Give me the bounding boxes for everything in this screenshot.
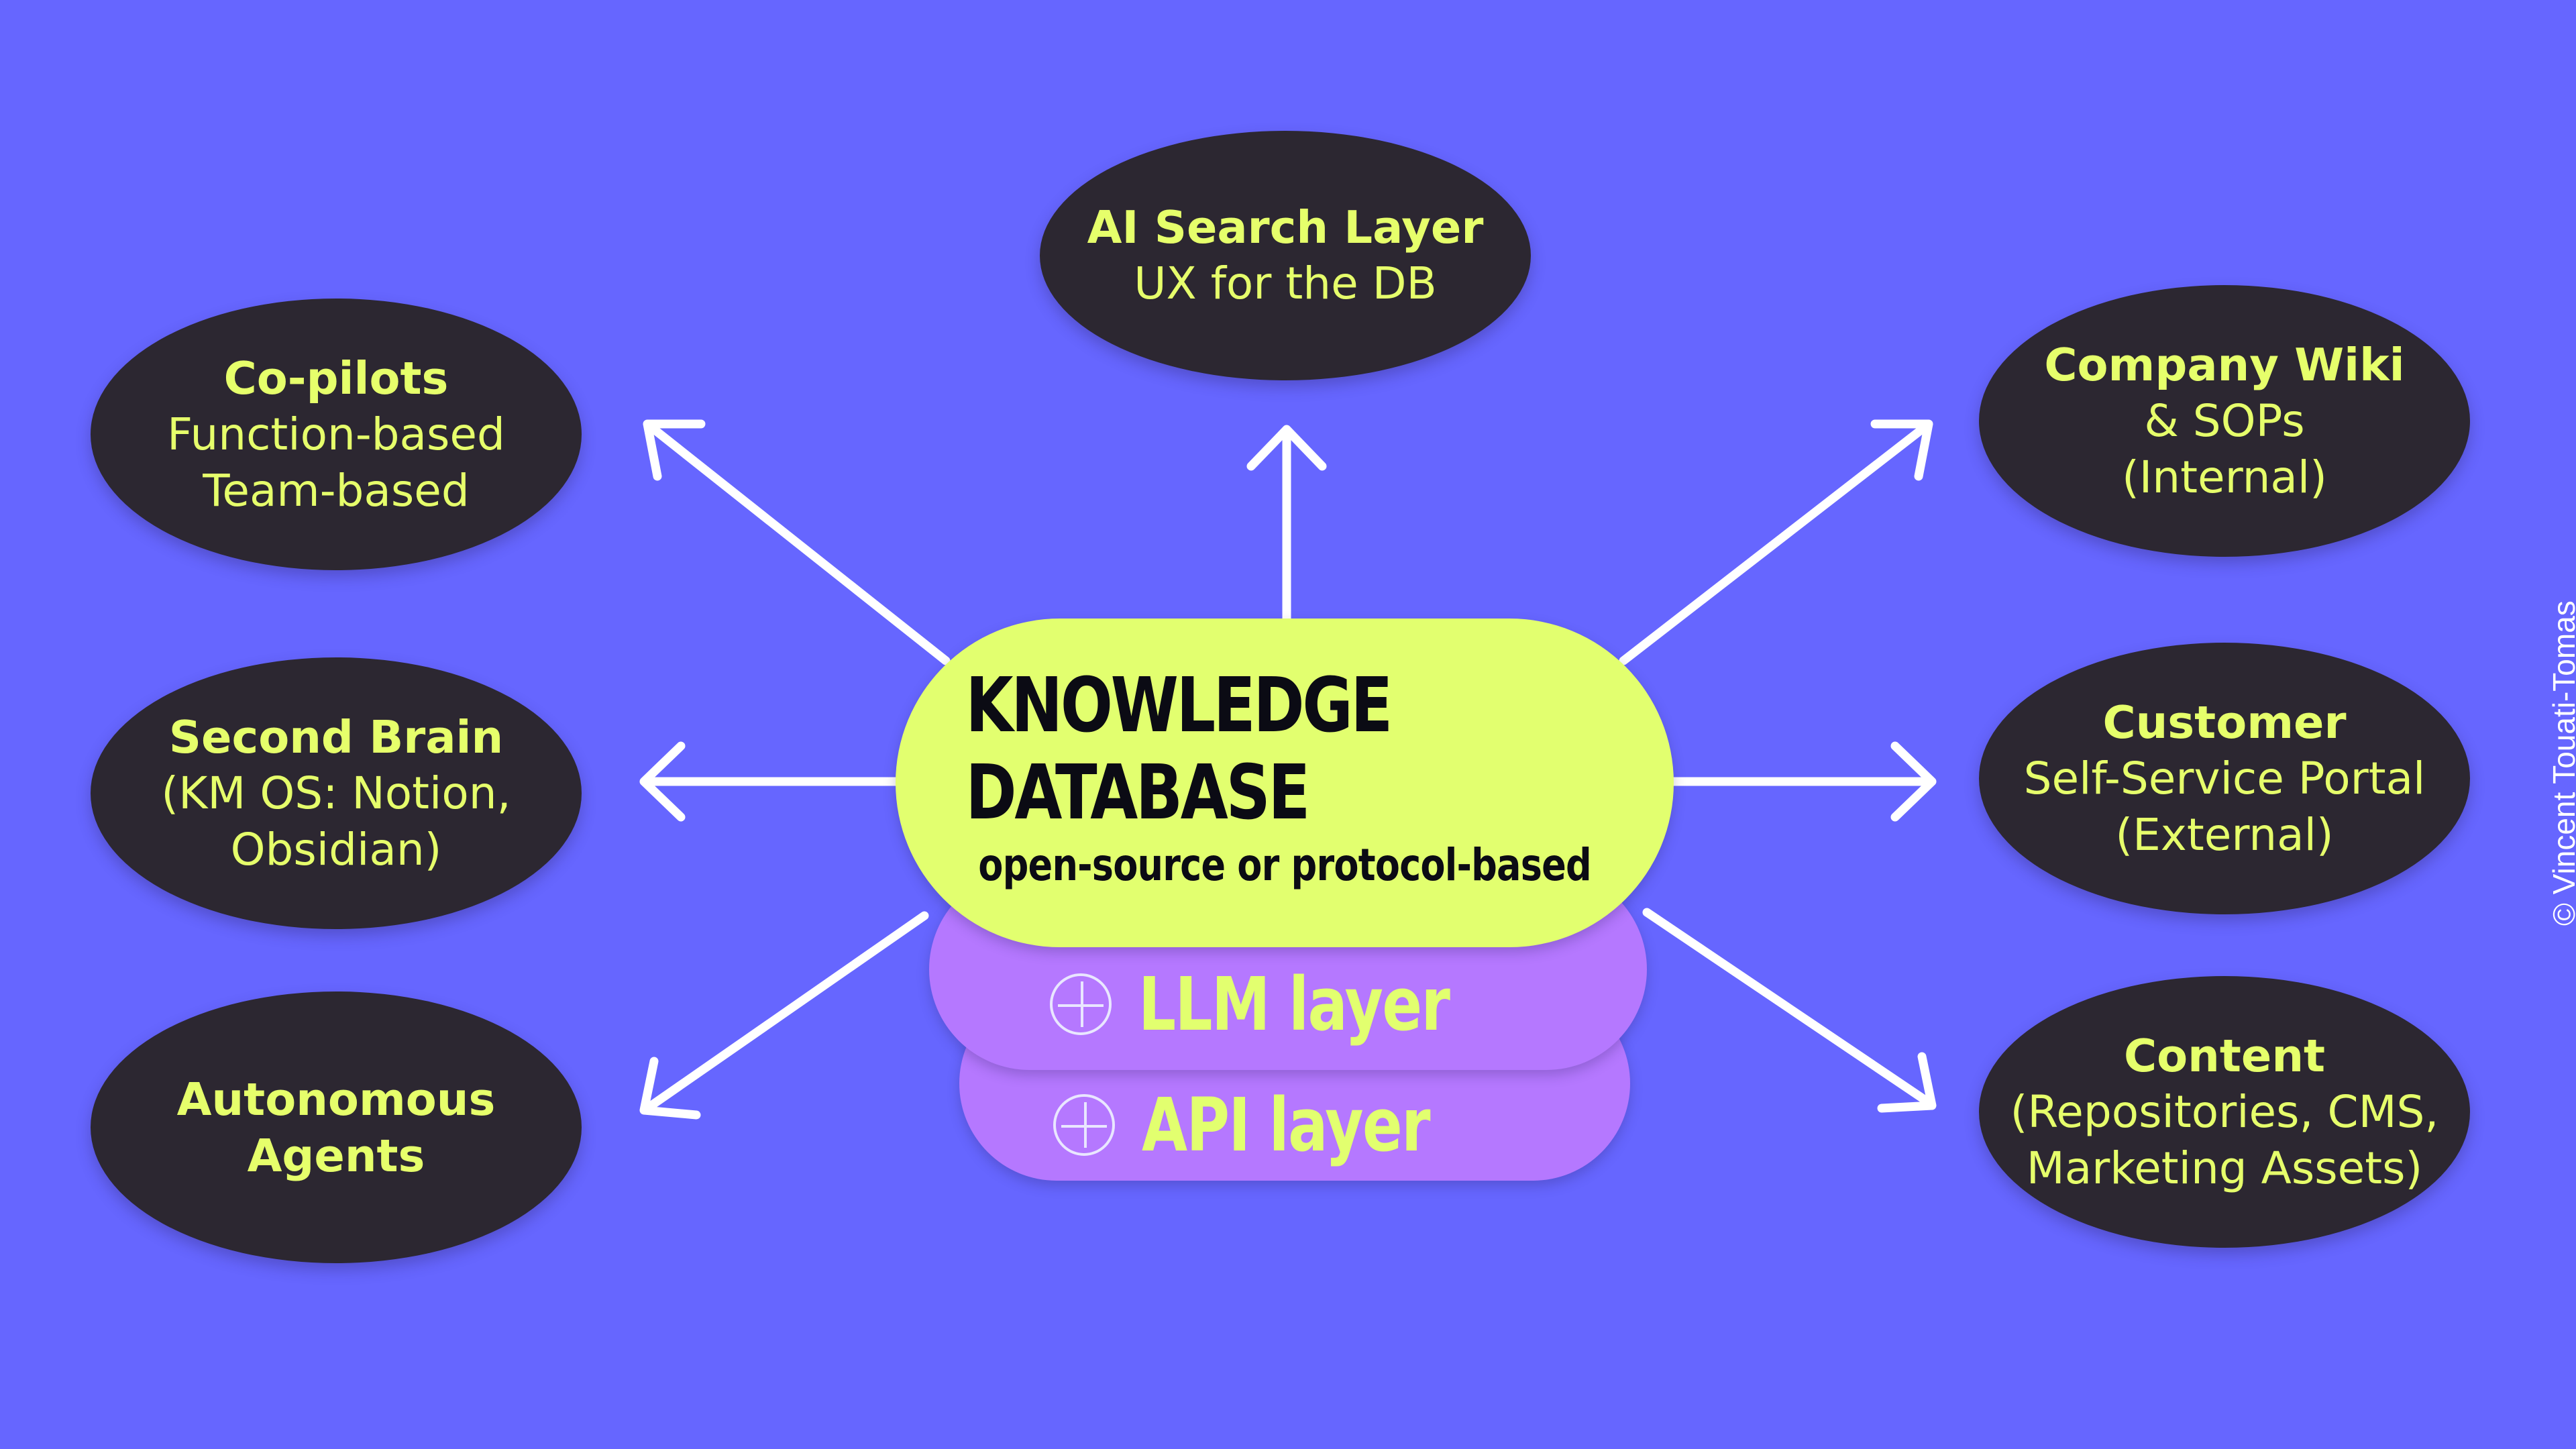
- arrow-to-customer: [1669, 741, 1937, 822]
- plus-circle-icon: [1050, 973, 1112, 1035]
- node-line: Function-based: [167, 408, 505, 460]
- node-company-wiki: Company Wiki & SOPs (Internal): [1979, 285, 2470, 557]
- node-line: & SOPs: [2144, 394, 2305, 447]
- node-content: Content (Repositories, CMS, Marketing As…: [1979, 976, 2470, 1248]
- llm-layer-row: LLM layer: [1050, 964, 1527, 1044]
- node-title: Co-pilots: [223, 352, 449, 405]
- arrow-to-content: [1642, 908, 1937, 1113]
- api-layer-label: API layer: [1142, 1082, 1430, 1168]
- node-second-brain: Second Brain (KM OS: Notion, Obsidian): [91, 657, 582, 929]
- node-title: Company Wiki: [2044, 338, 2405, 391]
- node-line: (External): [2115, 808, 2334, 861]
- node-line: Team-based: [203, 464, 470, 517]
- copyright-text: © Vincent Touati-Tomas: [2546, 600, 2576, 926]
- arrow-to-company-wiki: [1619, 419, 1933, 665]
- node-ai-search: AI Search Layer UX for the DB: [1040, 131, 1531, 380]
- node-customer: Customer Self-Service Portal (External): [1979, 643, 2470, 914]
- node-line: UX for the DB: [1134, 258, 1437, 309]
- node-line: (Internal): [2122, 451, 2327, 503]
- node-line: Self-Service Portal: [2023, 752, 2426, 804]
- knowledge-database-subtitle: open-source or protocol-based: [978, 839, 1591, 891]
- arrow-to-ai-search: [1246, 425, 1327, 625]
- knowledge-database-pill: KNOWLEDGE DATABASE open-source or protoc…: [896, 619, 1674, 947]
- arrow-to-copilots: [643, 419, 951, 665]
- llm-layer-label: LLM layer: [1138, 961, 1450, 1047]
- arrow-to-second-brain: [639, 741, 900, 822]
- knowledge-database-title: KNOWLEDGE DATABASE: [965, 662, 1393, 837]
- node-title: Autonomous: [176, 1073, 496, 1126]
- node-title: Content: [2123, 1029, 2326, 1082]
- node-title: AI Search Layer: [1087, 201, 1484, 254]
- plus-circle-icon: [1053, 1094, 1115, 1156]
- node-copilots: Co-pilots Function-based Team-based: [91, 299, 582, 570]
- node-title: Second Brain: [168, 710, 504, 763]
- node-autonomous-agents: Autonomous Agents: [91, 991, 582, 1263]
- node-title-line: Agents: [247, 1129, 425, 1182]
- node-line: Marketing Assets): [2026, 1142, 2423, 1194]
- node-line: (Repositories, CMS,: [2010, 1085, 2439, 1138]
- node-line: (KM OS: Notion,: [161, 767, 511, 819]
- node-title: Customer: [2102, 696, 2347, 749]
- arrow-to-autonomous: [639, 911, 929, 1120]
- api-layer-row: API layer: [1053, 1085, 1501, 1165]
- node-line: Obsidian): [230, 823, 442, 875]
